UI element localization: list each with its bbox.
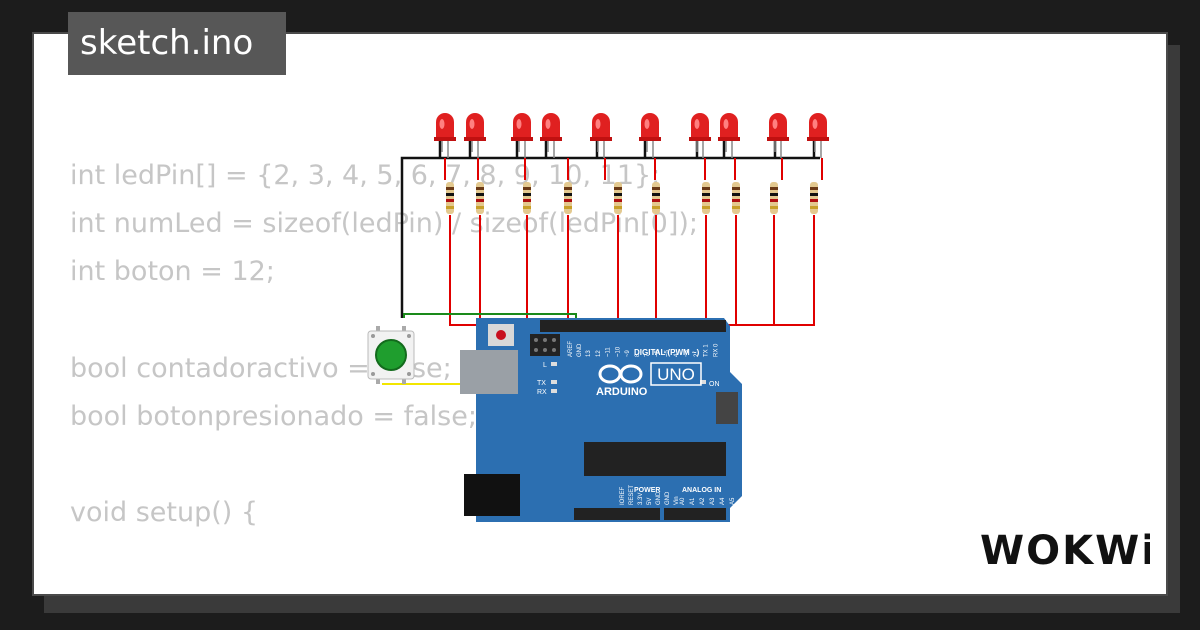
- pin-label: A1: [690, 497, 696, 505]
- led-row: [434, 113, 829, 158]
- pin-label: IOREF: [620, 486, 626, 505]
- analog-label: ANALOG IN: [682, 487, 721, 494]
- board-model-label: UNO: [657, 365, 695, 384]
- led-icon: [540, 113, 562, 158]
- led-icon: [807, 113, 829, 158]
- pin-label: A2: [700, 497, 706, 505]
- pin-label: A5: [730, 497, 736, 505]
- led-icon: [511, 113, 533, 158]
- resistor-row: [446, 182, 818, 214]
- pin-label: 4: [674, 353, 680, 357]
- led-icon: [434, 113, 456, 158]
- pin-label: ~5: [664, 349, 670, 357]
- resistor-icon: [770, 182, 778, 214]
- digital-header: [540, 320, 726, 332]
- resistor-icon: [523, 182, 531, 214]
- resistor-icon: [614, 182, 622, 214]
- file-title-tab: sketch.ino: [68, 12, 286, 75]
- led-icon: [639, 113, 661, 158]
- pin-label: 5V: [647, 498, 653, 505]
- usb-port: [460, 350, 518, 394]
- led-icon: [767, 113, 789, 158]
- pin-label: ~11: [606, 347, 612, 357]
- code-line: for (int i = 0; i < numLed; i++) {: [70, 586, 698, 595]
- led-icon: [590, 113, 612, 158]
- pin-label: 13: [586, 350, 592, 357]
- resistor-icon: [564, 182, 572, 214]
- aref-pin-label: AREF: [568, 341, 574, 357]
- board-maker-label: ARDUINO: [596, 386, 648, 398]
- rx-led-label: RX: [537, 389, 547, 396]
- pin-label: ~3: [684, 349, 690, 357]
- pin-label: Vin: [674, 496, 680, 505]
- pin-label: ~10: [615, 346, 621, 357]
- tx-led-label: TX: [537, 380, 546, 387]
- pin-label: ~6: [655, 349, 661, 357]
- wokwi-logo: WOKWi: [980, 528, 1150, 574]
- pin-label: A0: [680, 497, 686, 505]
- code-line: int numLed = sizeof(ledPin) / sizeof(led…: [70, 208, 699, 240]
- pin-label: 2: [694, 353, 700, 357]
- pin-label: 3.3V: [638, 493, 644, 505]
- ground-wires: [400, 140, 820, 318]
- resistor-icon: [446, 182, 454, 214]
- pin-label: RX 0: [713, 343, 719, 357]
- pin-label: A3: [710, 497, 716, 505]
- digital-label: DIGITAL (PWM ~): [634, 348, 700, 357]
- pin-label: ~9: [625, 349, 631, 357]
- analog-pin-labels: A0 A1 A2 A3 A4 A5: [680, 497, 736, 505]
- led-icon: [718, 113, 740, 158]
- analog-header: [664, 508, 726, 520]
- on-led-label: ON: [709, 381, 720, 388]
- arduino-uno-board: UNO ARDUINO DIGITAL (PWM ~) POWER ANALOG…: [460, 318, 742, 522]
- pushbutton-icon[interactable]: [367, 326, 415, 384]
- pin-label: GND: [656, 491, 662, 505]
- pin-label: TX 1: [704, 344, 710, 357]
- pin-label: GND: [665, 491, 671, 505]
- microcontroller-chip-icon: [584, 442, 726, 476]
- code-line: bool botonpresionado = false;: [70, 400, 477, 432]
- gnd-pin-label: GND: [577, 343, 583, 357]
- pin-label: 12: [596, 350, 602, 357]
- code-preview: int ledPin[] = {2, 3, 4, 5, 6, 7, 8, 9, …: [70, 152, 699, 595]
- power-jack: [464, 474, 520, 516]
- signal-wires: [444, 158, 823, 326]
- arduino-logo: [598, 364, 643, 384]
- pin-label: 7: [645, 353, 651, 357]
- l-led-label: L: [543, 362, 547, 369]
- code-line: void setup() {: [70, 497, 259, 529]
- resistor-icon: [476, 182, 484, 214]
- pin-label: A4: [720, 497, 726, 505]
- code-line: int boton = 12;: [70, 256, 275, 288]
- pin-label: RESET: [629, 485, 635, 505]
- power-label: POWER: [634, 487, 660, 494]
- resistor-icon: [652, 182, 660, 214]
- resistor-icon: [732, 182, 740, 214]
- resistor-icon: [702, 182, 710, 214]
- pin-label: 8: [635, 353, 641, 357]
- resistor-icon: [810, 182, 818, 214]
- led-icon: [689, 113, 711, 158]
- power-header: [574, 508, 660, 520]
- led-icon: [464, 113, 486, 158]
- wokwi-logo-text: WOKWi: [980, 528, 1150, 574]
